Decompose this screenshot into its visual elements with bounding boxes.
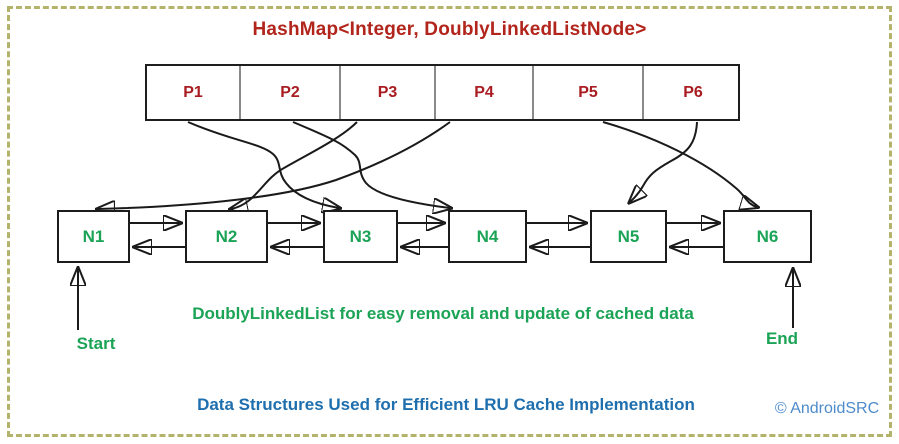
linked-list-caption: DoublyLinkedList for easy removal and up… — [192, 304, 694, 323]
hashmap-cell-p1: P1 — [183, 83, 203, 101]
hashmap-cell-p5: P5 — [532, 66, 642, 119]
list-node-n6: N6 — [723, 210, 812, 263]
dashed-border-frame — [7, 6, 892, 437]
hashmap-cell-p6: P6 — [642, 66, 742, 119]
list-node-n1: N1 — [57, 210, 130, 263]
start-label: Start — [76, 334, 116, 353]
end-label: End — [765, 329, 799, 348]
copyright-label: © AndroidSRC — [774, 400, 880, 417]
hashmap-cell-p3: P3 — [339, 66, 434, 119]
list-node-n2: N2 — [185, 210, 268, 263]
list-node-n4: N4 — [448, 210, 527, 263]
hashmap-cell-p4: P4 — [434, 66, 532, 119]
hashmap-title: HashMap<Integer, DoublyLinkedListNode> — [252, 19, 647, 40]
diagram-title: Data Structures Used for Efficient LRU C… — [197, 395, 695, 414]
list-node-n5: N5 — [590, 210, 667, 263]
hashmap-cell-p2: P2 — [239, 66, 339, 119]
list-node-n3: N3 — [323, 210, 398, 263]
